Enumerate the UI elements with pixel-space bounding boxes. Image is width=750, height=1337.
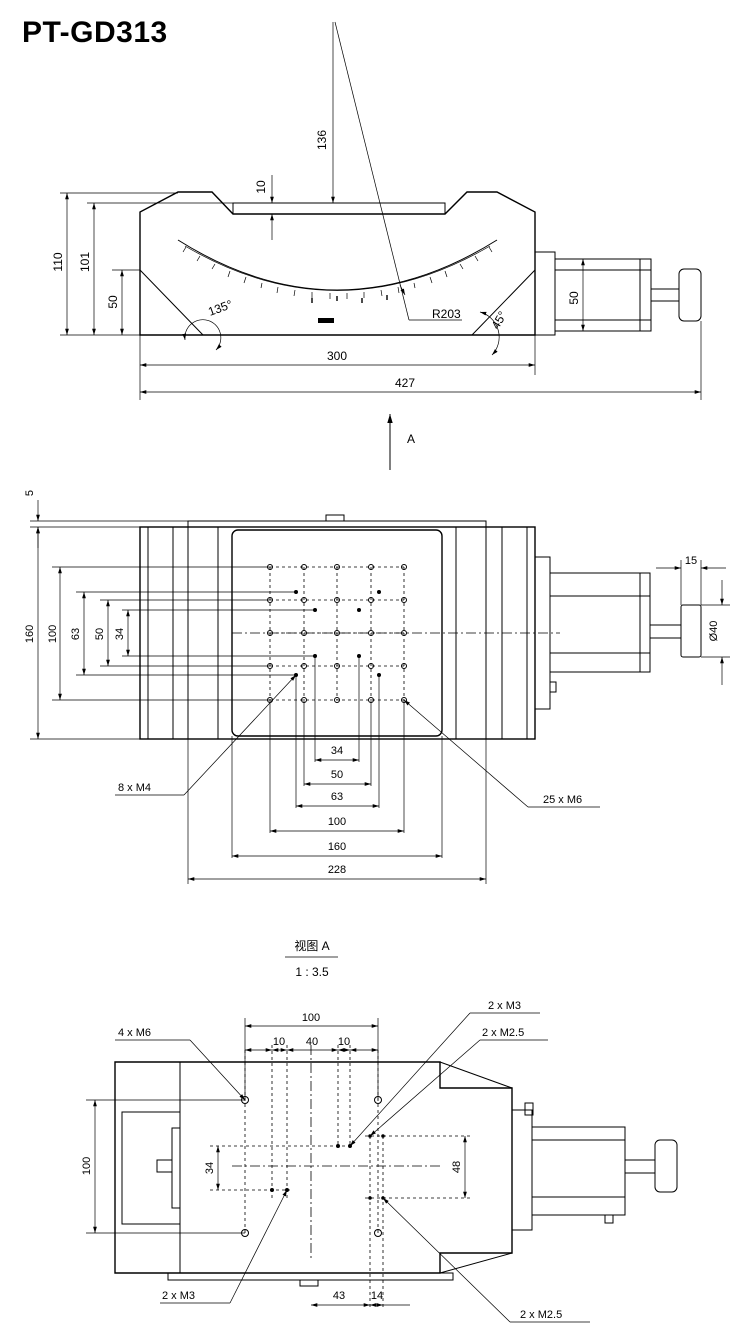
angle-135: 135° — [206, 297, 234, 319]
dim-100-h: 100 — [328, 816, 346, 828]
dim-63-h: 63 — [331, 791, 343, 803]
dim-50-left: 50 — [106, 295, 120, 309]
dim-136: 136 — [315, 130, 329, 150]
dim-15: 15 — [685, 555, 697, 567]
callout-view-a-m25-top: 2 x M2.5 — [482, 1027, 524, 1039]
dim-100-left: 100 — [81, 1157, 93, 1175]
callout-view-a-m6: 4 x M6 — [118, 1027, 151, 1039]
dim-160-v: 160 — [24, 625, 36, 643]
dim-5: 5 — [24, 490, 36, 496]
dim-110: 110 — [51, 252, 65, 271]
dim-34: 34 — [204, 1162, 216, 1174]
view-a-title: 视图 A — [294, 938, 329, 953]
dim-34-h: 34 — [331, 745, 343, 757]
dim-14: 14 — [371, 1290, 383, 1302]
dim-100-v: 100 — [47, 625, 59, 643]
dim-160-h: 160 — [328, 841, 346, 853]
callout-m4: 8 x M4 — [118, 782, 151, 794]
plan-view — [30, 500, 730, 884]
view-a-scale: 1 : 3.5 — [295, 965, 329, 979]
dim-10b: 10 — [338, 1036, 350, 1048]
dim-48: 48 — [451, 1161, 463, 1173]
front-view — [60, 21, 702, 470]
radius-label: R203 — [432, 307, 461, 321]
dim-63-v: 63 — [70, 628, 82, 640]
dim-34-v: 34 — [114, 628, 126, 640]
angle-45: 45° — [488, 309, 509, 332]
dim-43: 43 — [333, 1290, 345, 1302]
view-a-labels: 100 10 40 10 100 34 48 43 14 4 x M6 2 x … — [81, 1000, 562, 1321]
front-view-labels: 136 10 110 101 50 50 R203 135° 45° 300 4… — [51, 130, 581, 446]
dim-50-right: 50 — [567, 291, 581, 305]
callout-view-a-m25-bottom: 2 x M2.5 — [520, 1309, 562, 1321]
callout-view-a-m3-bottom: 2 x M3 — [162, 1290, 195, 1302]
dim-300: 300 — [327, 349, 347, 363]
dim-40: 40 — [306, 1036, 318, 1048]
dim-101: 101 — [78, 252, 92, 272]
dim-100-top: 100 — [302, 1012, 320, 1024]
dim-228-h: 228 — [328, 864, 346, 876]
view-a-heading: 视图 A 1 : 3.5 — [285, 938, 338, 979]
dim-diam-40: Ø40 — [708, 621, 720, 642]
dim-10a: 10 — [273, 1036, 285, 1048]
view-arrow-label: A — [407, 432, 415, 446]
dim-50-h: 50 — [331, 769, 343, 781]
view-a — [86, 1012, 678, 1323]
dim-10: 10 — [254, 180, 268, 194]
page-title: PT-GD313 — [22, 16, 168, 49]
callout-view-a-m3-top: 2 x M3 — [488, 1000, 521, 1012]
callout-m6: 25 x M6 — [543, 794, 582, 806]
dim-50-v: 50 — [94, 628, 106, 640]
plan-view-labels: 5 160 100 63 50 34 15 Ø40 34 50 63 100 1… — [24, 490, 720, 876]
dim-427: 427 — [395, 376, 415, 390]
